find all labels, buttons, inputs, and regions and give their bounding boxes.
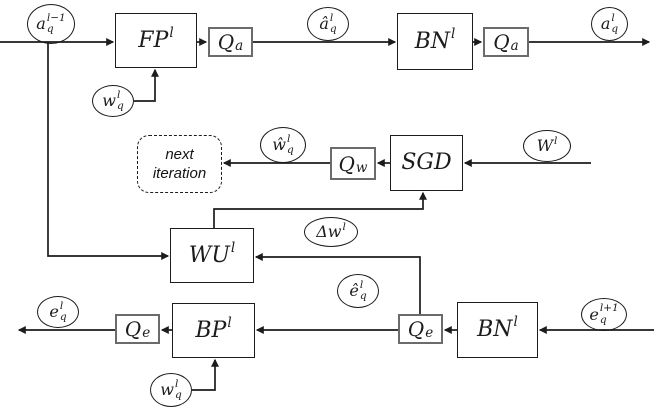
- node-sgd: SGD: [390, 135, 463, 191]
- label-next-iteration: next iteration: [152, 145, 207, 183]
- wire-wtop-to-fp: [134, 68, 159, 102]
- node-next-iteration: next iteration: [137, 135, 222, 193]
- wire-wbot-to-bp: [192, 358, 219, 391]
- wire-activation-branch-to-wu: [47, 42, 170, 260]
- wire-qe2-to-wu: [254, 253, 421, 314]
- label-sgd: SGD: [401, 150, 452, 175]
- wire-wu-to-sgd: [213, 191, 427, 228]
